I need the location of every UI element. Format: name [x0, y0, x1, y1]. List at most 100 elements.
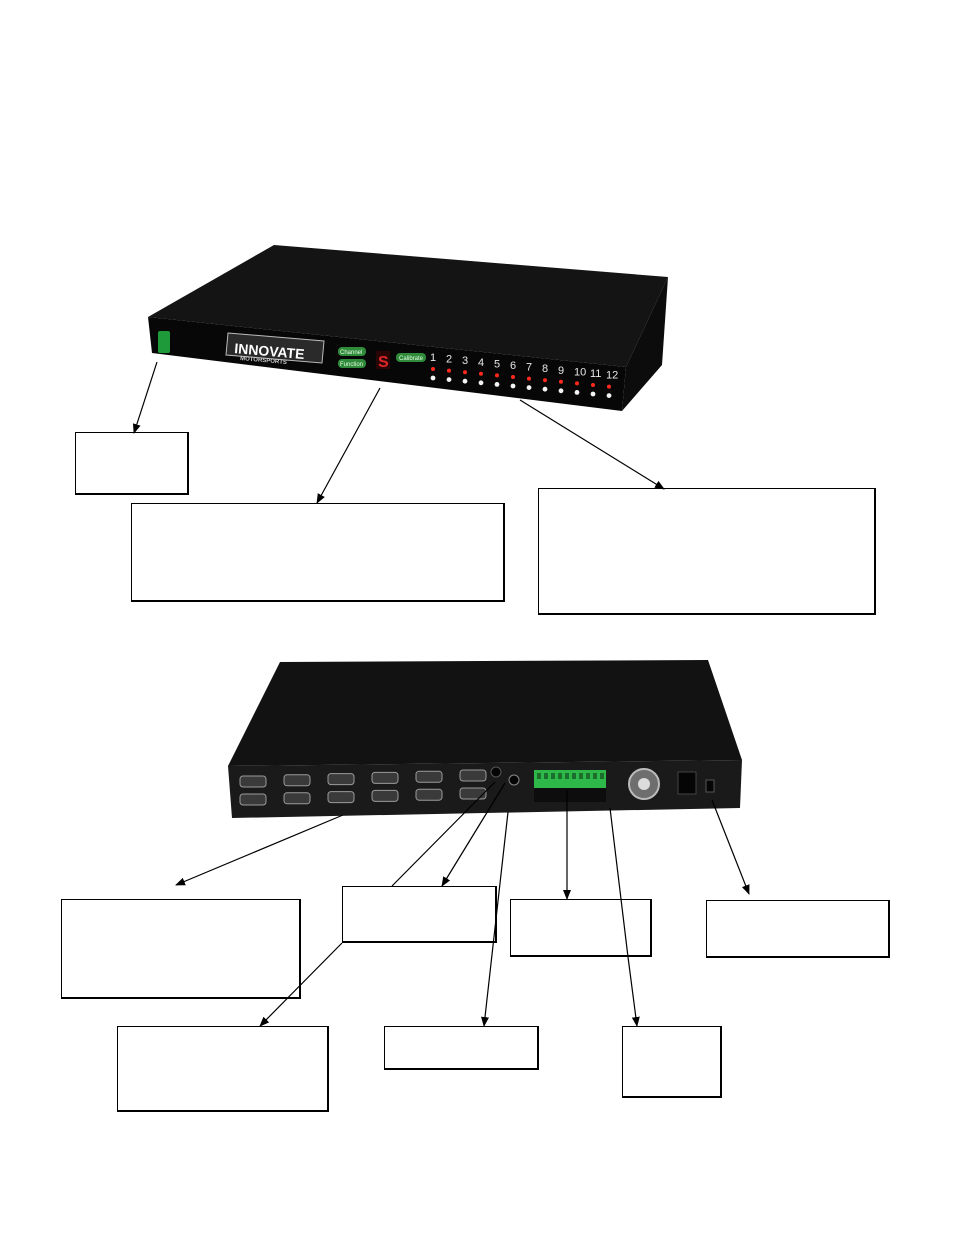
terminal-screw-5 — [565, 773, 569, 779]
seven-segment-display — [376, 351, 390, 369]
serial-port-8[interactable] — [283, 792, 311, 805]
label-box-serial-ports — [61, 899, 301, 999]
power-inlet[interactable] — [677, 771, 697, 795]
label-box-power-switch — [75, 432, 189, 495]
label-box-terminal — [510, 899, 652, 957]
serial-port-1[interactable] — [239, 775, 267, 788]
channel-led-red-9 — [559, 379, 563, 384]
front-unit-photo: INNOVATE MOTORSPORTS Channel Function Ca… — [148, 245, 668, 411]
display-char: S — [378, 354, 389, 371]
terminal-screw-10 — [600, 773, 604, 779]
rear-power-switch[interactable] — [705, 779, 715, 793]
arrow-power-inlet — [711, 799, 750, 895]
jack-audio[interactable] — [508, 774, 520, 786]
label-box-port-lower — [117, 1026, 329, 1112]
label-box-jacks — [342, 886, 497, 943]
arrow-jack-left — [391, 781, 496, 887]
channel-button[interactable] — [338, 347, 366, 356]
calibrate-button-label: Calibrate — [399, 356, 424, 362]
serial-port-6[interactable] — [459, 769, 487, 782]
channel-number-8: 8 — [542, 363, 548, 375]
channel-led-white-2 — [446, 377, 452, 382]
terminal-base — [534, 788, 606, 802]
serial-port-3[interactable] — [327, 773, 355, 786]
arrow-jacks — [441, 782, 506, 887]
logo-sub-text: MOTORSPORTS — [240, 356, 287, 366]
channel-led-white-8 — [542, 386, 548, 392]
channel-led-white-4 — [478, 380, 484, 386]
terminal-screw-2 — [544, 773, 548, 779]
channel-led-white-9 — [558, 388, 564, 394]
terminal-screws — [537, 773, 604, 779]
serial-port-5[interactable] — [415, 770, 443, 783]
serial-ports — [239, 769, 487, 806]
serial-port-9[interactable] — [327, 791, 355, 804]
channel-led-red-2 — [447, 368, 451, 373]
channel-button-label: Channel — [340, 350, 362, 356]
channel-number-4: 4 — [478, 357, 484, 369]
channel-led-red-1 — [431, 367, 435, 371]
fan-hub — [638, 778, 650, 790]
power-switch[interactable] — [158, 331, 170, 353]
channel-number-7: 7 — [526, 362, 532, 374]
serial-port-12[interactable] — [459, 787, 487, 800]
terminal-screw-1 — [537, 773, 541, 779]
terminal-screw-7 — [579, 773, 583, 779]
channel-led-white-3 — [462, 378, 468, 384]
serial-port-2[interactable] — [283, 774, 311, 787]
terminal-screw-9 — [593, 773, 597, 779]
terminal-screw-3 — [551, 773, 555, 779]
channel-number-9: 9 — [558, 365, 564, 377]
rear-unit-top — [228, 660, 742, 766]
serial-port-10[interactable] — [371, 789, 399, 802]
channel-led-white-10 — [574, 390, 580, 395]
channel-led-white-6 — [510, 383, 516, 389]
channel-led-red-3 — [463, 370, 467, 375]
terminal-screw-4 — [558, 773, 562, 779]
rear-unit-photo — [228, 660, 742, 818]
arrow-port-lower — [259, 942, 343, 1027]
arrow-audio-jack — [481, 811, 509, 1027]
channel-led-red-11 — [591, 383, 595, 387]
channel-number-3: 3 — [462, 355, 468, 367]
function-button-label: Function — [340, 362, 363, 368]
arrow-fan-upper — [609, 807, 629, 958]
channel-number-12: 12 — [606, 370, 618, 382]
label-box-audio-jack — [384, 1026, 539, 1070]
channel-led-red-5 — [495, 373, 499, 378]
function-button[interactable] — [338, 359, 366, 368]
front-unit-top — [148, 245, 668, 367]
channel-led-red-12 — [607, 384, 611, 389]
channel-led-red-4 — [479, 371, 483, 376]
channel-led-white-11 — [590, 391, 596, 397]
channel-number-10: 10 — [574, 366, 586, 378]
channel-led-red-7 — [527, 376, 531, 381]
channel-led-red-8 — [543, 378, 547, 383]
channel-number-11: 11 — [590, 368, 601, 380]
channel-led-white-12 — [606, 393, 612, 398]
channel-number-2: 2 — [446, 354, 452, 366]
serial-port-4[interactable] — [371, 771, 399, 784]
label-box-power-inlet — [706, 900, 890, 958]
serial-port-11[interactable] — [415, 788, 443, 801]
serial-port-7[interactable] — [239, 793, 267, 806]
terminal-screw-6 — [572, 773, 576, 779]
terminal-screw-8 — [586, 773, 590, 779]
front-unit-side — [622, 277, 668, 411]
arrow-serial-ports — [175, 814, 344, 886]
channel-led-white-1 — [430, 375, 436, 381]
label-box-controls — [131, 503, 505, 602]
channel-led-white-5 — [494, 382, 500, 387]
jack-left[interactable] — [490, 766, 502, 778]
channel-led-red-6 — [511, 375, 515, 379]
label-box-channel-leds — [538, 488, 876, 615]
arrow-controls — [316, 387, 381, 504]
channel-number-1: 1 — [430, 352, 436, 364]
channel-number-6: 6 — [510, 360, 516, 372]
channel-led-white-7 — [526, 385, 532, 390]
calibrate-button[interactable] — [396, 353, 426, 362]
arrow-fan — [627, 956, 640, 1027]
arrow-channel-leds — [519, 399, 665, 490]
